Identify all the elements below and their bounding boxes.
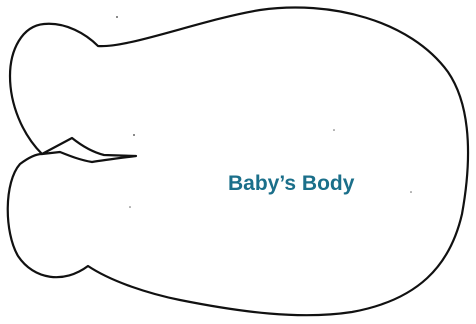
paper-speck <box>133 134 135 136</box>
baby-body-label: Baby’s Body <box>228 172 354 196</box>
paper-speck <box>410 191 412 193</box>
paper-speck <box>116 16 118 18</box>
baby-body-outline <box>8 8 468 316</box>
paper-speck <box>333 129 335 131</box>
paper-speck <box>129 206 131 208</box>
